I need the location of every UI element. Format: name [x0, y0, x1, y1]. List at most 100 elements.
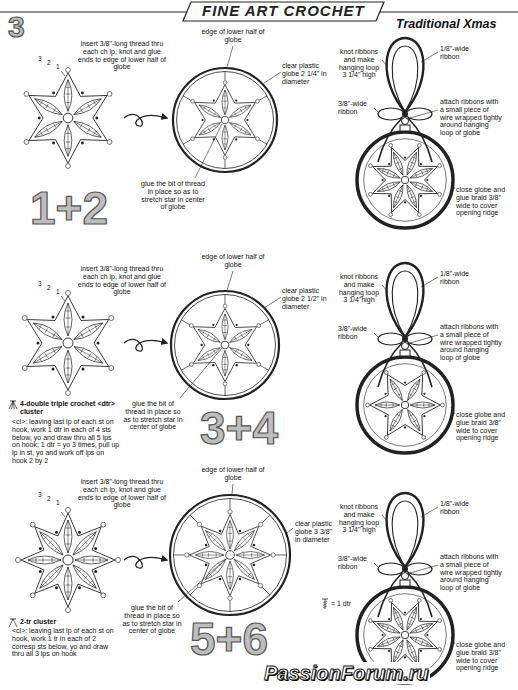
- chain-picot: [369, 619, 373, 623]
- stitch-tick: [202, 553, 203, 557]
- stitch-petal: [230, 123, 251, 135]
- stitch-tick: [422, 171, 423, 174]
- stitch-tick: [46, 104, 48, 108]
- chain-dot: [52, 142, 55, 145]
- thread: [276, 555, 287, 556]
- star-outline: [372, 602, 437, 667]
- stitch-tick: [223, 138, 227, 139]
- leader-line: [421, 277, 438, 287]
- callout-number: 2: [47, 495, 51, 502]
- ornament-ball: [357, 132, 453, 228]
- center-ring: [63, 338, 73, 348]
- stitch-tick: [93, 558, 94, 563]
- plastic-globe: [170, 495, 290, 615]
- stitch-petal: [227, 561, 234, 590]
- thread: [190, 515, 198, 523]
- stitch-tick: [248, 573, 251, 576]
- stitch-stem: [407, 185, 416, 208]
- stitch-tick: [412, 656, 415, 657]
- stitch-petal: [377, 623, 400, 633]
- thread: [261, 320, 269, 325]
- thread: [225, 295, 226, 304]
- chain-picot: [197, 522, 201, 526]
- chain-dot: [213, 99, 215, 101]
- stitch-stem: [407, 152, 416, 175]
- chain-dot: [388, 650, 390, 652]
- stitch-petal: [206, 531, 226, 551]
- chain-picot: [384, 436, 388, 440]
- stitch-tick: [394, 388, 397, 390]
- stitch-tick: [44, 536, 48, 540]
- stitch-tick: [88, 128, 90, 132]
- stitch-petal: [222, 90, 228, 115]
- stitch-tick: [393, 403, 394, 407]
- leader-line: [451, 407, 455, 414]
- stitch-tick: [66, 94, 71, 95]
- stitch-tick: [66, 576, 71, 577]
- crochet-star: [24, 68, 112, 169]
- stitch-tick: [422, 185, 423, 188]
- stitch-tick: [396, 162, 399, 163]
- stitch-stem: [198, 329, 220, 342]
- chain-picot: [66, 391, 71, 396]
- leader-line: [227, 46, 233, 67]
- stitch-tick: [382, 642, 383, 645]
- stitch-tick: [223, 357, 227, 358]
- part-label: 3/8"-wide ribbon: [338, 325, 372, 341]
- stitch-stem: [407, 607, 416, 630]
- stitch-petal: [74, 121, 101, 137]
- globe-rim: [171, 291, 279, 399]
- stitch-tick: [53, 108, 55, 112]
- stitch-stem: [230, 561, 231, 590]
- stitch-tick: [66, 359, 71, 360]
- stitch-tick: [223, 96, 227, 97]
- chain-picot: [66, 68, 71, 73]
- banner-outline: [183, 2, 384, 21]
- stitch-tick: [45, 328, 48, 332]
- stitch-tick: [94, 357, 97, 361]
- stitch-petal: [375, 402, 400, 408]
- instruction-note: glue the bit of thread in place so as to…: [140, 180, 206, 211]
- step-number: 3: [8, 12, 25, 42]
- chain-picot: [66, 164, 71, 169]
- instruction-note: attach ribbons with a small piece of wir…: [440, 323, 502, 362]
- stitch-tick: [323, 601, 327, 603]
- ribbon-loop: [387, 38, 424, 112]
- stitch-stem: [68, 520, 69, 553]
- stitch-tick: [208, 553, 209, 557]
- chain-picot: [191, 137, 195, 141]
- part-label: 1/8"-wide ribbon: [440, 45, 480, 61]
- stitch-tick: [202, 356, 204, 359]
- chain-picot: [257, 324, 261, 328]
- chain-picot: [107, 140, 112, 145]
- stitch-petal: [407, 152, 417, 175]
- stitch-tick: [223, 332, 227, 333]
- crochet-star: [366, 371, 445, 440]
- stitch-stem: [394, 640, 403, 663]
- stitch-tick: [94, 325, 97, 329]
- stitch-tick: [399, 168, 402, 169]
- stitch-stem: [199, 105, 220, 117]
- stitch-tick: [238, 544, 241, 547]
- chain-dot: [212, 324, 214, 326]
- chain-dot: [94, 570, 97, 573]
- chain-picot: [258, 522, 262, 526]
- stitch-tick: [66, 375, 71, 376]
- stitch-petal: [410, 182, 433, 192]
- stitch-tick: [394, 157, 397, 158]
- stitch-stem: [73, 565, 96, 588]
- step-arrow: [124, 114, 167, 126]
- stitch-tick: [66, 592, 71, 593]
- stitch-tick: [66, 368, 71, 369]
- stitch-stem: [68, 125, 69, 157]
- stitch-tick: [223, 101, 227, 102]
- stitch-tick: [410, 617, 413, 618]
- chain-dot: [212, 364, 214, 366]
- stitch-stem: [230, 105, 251, 117]
- stitch-tick: [393, 183, 394, 186]
- bow-loop: [406, 108, 432, 120]
- stitch-tick: [408, 645, 411, 646]
- stitch-definition: <cl>: leaving last lp of each st on hook…: [12, 627, 117, 658]
- stitch-stem: [33, 323, 62, 340]
- stitch-stem: [408, 379, 420, 400]
